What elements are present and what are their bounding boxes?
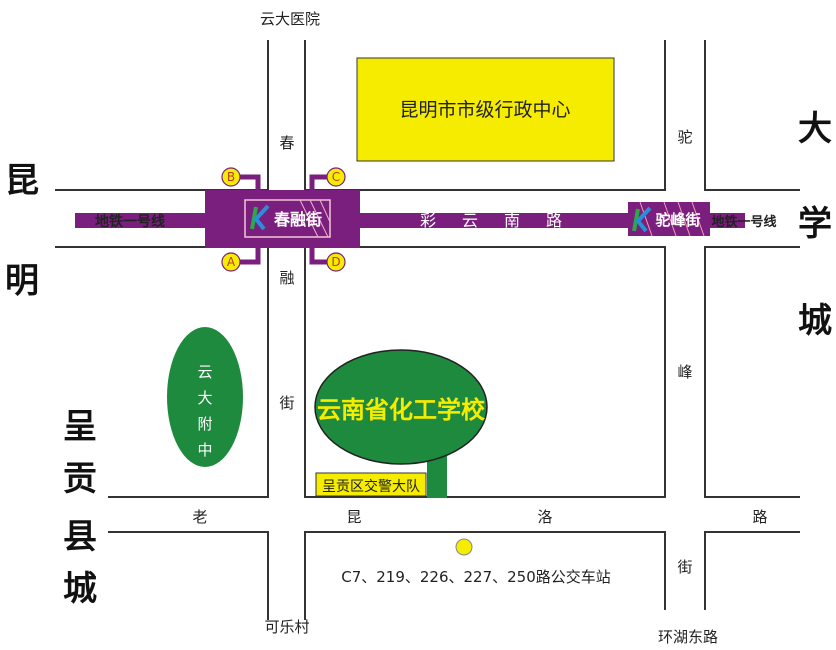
laokun-road-label: 老 昆 洛 路: [192, 508, 767, 526]
police-box: [315, 472, 427, 497]
svg-text:路: 路: [546, 211, 562, 230]
school-shape: [314, 349, 488, 465]
middle-school-shape: [167, 327, 243, 467]
svg-text:街: 街: [677, 558, 692, 576]
svg-text:D: D: [331, 255, 340, 269]
svg-text:B: B: [227, 170, 235, 184]
svg-text:中: 中: [197, 441, 212, 459]
svg-text:附: 附: [197, 415, 212, 433]
chunrong-station-label[interactable]: 春融街: [273, 210, 322, 229]
svg-text:老: 老: [192, 508, 207, 526]
svg-text:学: 学: [798, 204, 832, 244]
svg-text:呈: 呈: [63, 407, 97, 447]
svg-text:贡: 贡: [63, 459, 97, 499]
kele-village-label: 可乐村: [264, 618, 309, 636]
svg-text:路: 路: [752, 508, 767, 526]
svg-text:大: 大: [197, 389, 212, 407]
svg-text:云: 云: [462, 211, 478, 230]
huanhu-road-label: 环湖东路: [658, 628, 718, 646]
exit-labels: A B C D: [227, 170, 341, 269]
admin-center-block: [356, 57, 615, 162]
tuofeng-road-label: 驼 峰 街: [677, 128, 692, 576]
svg-text:大: 大: [798, 109, 832, 149]
police-label: 呈贡区交警大队: [322, 478, 420, 495]
svg-text:C: C: [332, 170, 340, 184]
svg-text:城: 城: [63, 569, 97, 609]
svg-text:城: 城: [798, 301, 832, 341]
svg-text:昆: 昆: [5, 161, 39, 201]
school-label: 云南省化工学校: [317, 396, 486, 424]
svg-text:明: 明: [5, 261, 39, 301]
bus-stop-icon: [455, 538, 473, 556]
admin-center-label: 昆明市市级行政中心: [399, 99, 570, 121]
metro-line-label-left: 地铁一号线: [95, 213, 165, 230]
road-edges: [55, 40, 800, 620]
svg-text:街: 街: [279, 394, 294, 412]
university-town-label: 大 学 城: [798, 109, 832, 341]
chunrong-road-label: 春 融 街: [279, 134, 294, 412]
middle-school-label: 云 大 附 中: [197, 363, 212, 459]
svg-text:县: 县: [63, 517, 97, 557]
svg-text:云: 云: [197, 363, 212, 381]
svg-text:彩: 彩: [420, 211, 436, 230]
svg-text:峰: 峰: [677, 363, 692, 381]
exit-circles: [221, 167, 346, 272]
metro-line-label-right: 地铁一号线: [711, 214, 776, 230]
svg-text:A: A: [227, 255, 236, 269]
svg-text:驼: 驼: [677, 128, 692, 146]
svg-text:融: 融: [279, 269, 294, 287]
svg-text:昆: 昆: [346, 508, 361, 526]
svg-text:春: 春: [279, 134, 294, 152]
caiyun-road-label: 彩 云 南 路: [420, 211, 562, 230]
tuofeng-station-label[interactable]: 驼峰街: [655, 211, 700, 229]
kunming-label: 昆 明: [5, 161, 39, 301]
svg-text:南: 南: [504, 211, 520, 230]
bus-stop-label: C7、219、226、227、250路公交车站: [341, 568, 611, 586]
svg-text:洛: 洛: [537, 508, 552, 526]
metro-logo-icon: [250, 204, 652, 233]
hospital-label: 云大医院: [260, 10, 320, 28]
chenggong-label: 呈 贡 县 城: [63, 407, 97, 609]
